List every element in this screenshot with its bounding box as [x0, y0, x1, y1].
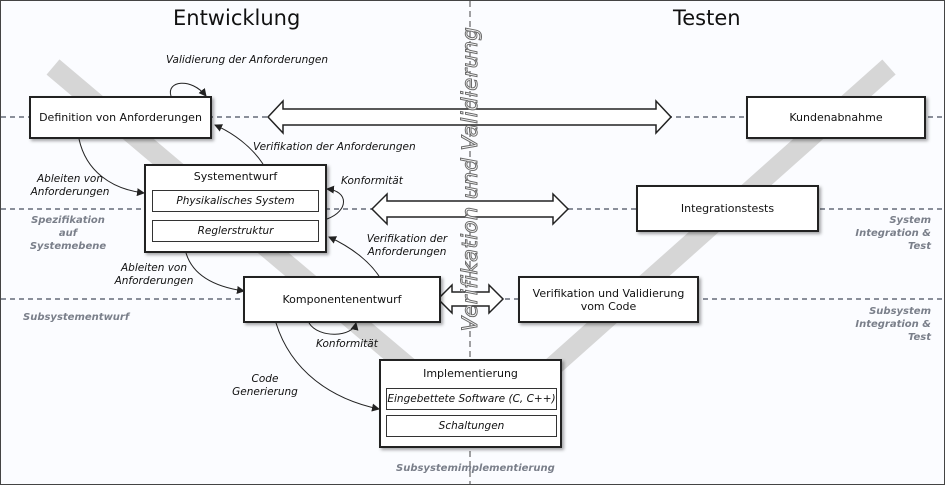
- double-arrow-1: [266, 99, 673, 135]
- label-validierung: Validierung der Anforderungen: [166, 54, 329, 66]
- label-konformitaet-1: Konformität: [341, 175, 403, 187]
- box-kundenabnahme-label: Kundenabnahme: [789, 111, 883, 124]
- implementierung-item-software: Eingebettete Software (C, C++): [386, 388, 557, 410]
- level-subsystementwurf: Subsystementwurf: [23, 312, 130, 323]
- level-spezifikation: Spezifikation auf Systemebene: [29, 215, 107, 252]
- box-systementwurf: Systementwurf Physikalisches System Regl…: [144, 164, 327, 253]
- box-implementierung: Implementierung Eingebettete Software (C…: [379, 359, 562, 448]
- box-integrationstests: Integrationstests: [636, 185, 819, 232]
- box-definition-label: Definition von Anforderungen: [39, 111, 202, 124]
- level-subsystemimplementierung: Subsystemimplementierung: [396, 463, 555, 474]
- box-kundenabnahme: Kundenabnahme: [746, 96, 926, 139]
- label-konformitaet-2: Konformität: [316, 338, 378, 350]
- double-arrow-3: [436, 283, 505, 315]
- systementwurf-title: Systementwurf: [193, 170, 278, 183]
- header-entwicklung: Entwicklung: [173, 6, 301, 30]
- arrow-konformitaet-1: [326, 185, 344, 220]
- label-code-generierung: Code Generierung: [232, 373, 298, 398]
- label-verifikation-2: Verifikation der Anforderungen: [366, 233, 448, 258]
- implementierung-title: Implementierung: [423, 367, 518, 380]
- box-verifikation-code: Verifikation und Validierung vom Code: [518, 276, 699, 323]
- level-system-test: System Integration & Test: [855, 215, 931, 252]
- arrow-verifikation-1: [214, 124, 264, 165]
- systementwurf-item-physikalisch: Physikalisches System: [152, 190, 319, 212]
- label-ableiten-2: Ableiten von Anforderungen: [114, 262, 194, 287]
- box-definition-anforderungen: Definition von Anforderungen: [29, 96, 212, 139]
- double-arrow-2: [370, 192, 570, 226]
- header-testen: Testen: [673, 6, 741, 30]
- arrow-konformitaet-2: [308, 322, 359, 335]
- box-verifikation-code-label: Verifikation und Validierung vom Code: [532, 286, 685, 313]
- arrow-ableiten-1: [78, 138, 145, 197]
- label-ableiten-1: Ableiten von Anforderungen: [30, 173, 110, 198]
- box-integrationstests-label: Integrationstests: [680, 202, 775, 215]
- arrow-code-generierung: [275, 322, 380, 412]
- level-subsystem-test: Subsystem Integration & Test: [855, 306, 931, 343]
- label-verifikation-1: Verifikation der Anforderungen: [253, 141, 416, 153]
- systementwurf-item-regler: Reglerstruktur: [152, 220, 319, 242]
- box-komponentenentwurf-label: Komponentenentwurf: [282, 293, 402, 306]
- box-komponentenentwurf: Komponentenentwurf: [243, 276, 441, 323]
- arrow-validierung: [169, 82, 207, 97]
- arrow-ableiten-2: [185, 252, 245, 294]
- implementierung-item-schaltungen: Schaltungen: [386, 415, 557, 437]
- vertical-label-verifikation: Verifikation und Validierung: [458, 26, 483, 332]
